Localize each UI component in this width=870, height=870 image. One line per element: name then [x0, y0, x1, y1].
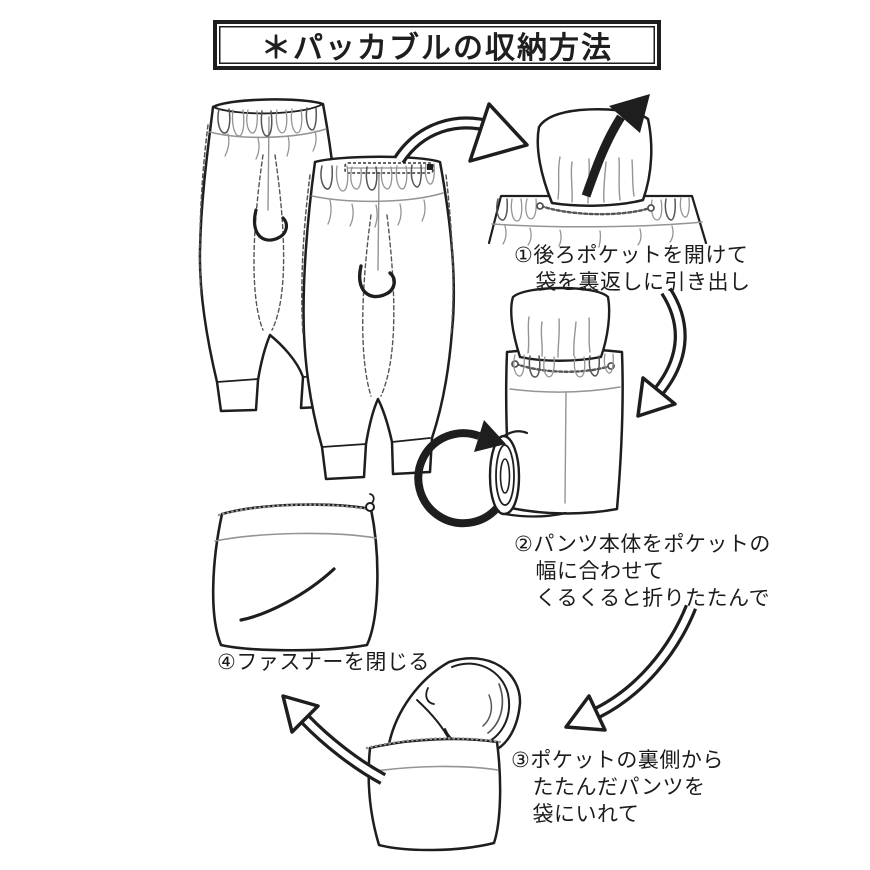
- drawstring: [357, 264, 396, 299]
- step1-illustration: [487, 94, 708, 248]
- zipper-opening: [514, 362, 612, 373]
- pants-illustration: [198, 98, 456, 481]
- page-title: ＊パッカブルの収納方法: [261, 32, 613, 65]
- waistband-gathers: [513, 353, 614, 378]
- pouch-seam-curve: [239, 567, 336, 622]
- arrowhead: [636, 376, 677, 418]
- waistband-gathers: [320, 163, 435, 228]
- step4-illustration: [211, 493, 379, 652]
- step-2-caption: ②パンツ本体をポケットの 幅に合わせて くるくると折りたたんで: [514, 533, 771, 610]
- step-1-caption: ①後ろポケットを開けて 袋を裏返しに引き出し: [514, 244, 751, 294]
- arrowhead: [564, 694, 607, 732]
- waistband-zipper-pocket: [344, 162, 434, 174]
- bag-wrinkles: [527, 316, 591, 358]
- zipper-teeth: [217, 503, 375, 517]
- zipper-pull: [427, 164, 433, 170]
- arrow-step1-to-step2: [636, 287, 687, 418]
- step-3-caption: ③ポケットの裏側から たたんだパンツを 袋にいれて: [511, 749, 724, 826]
- storage-pouch: [365, 737, 502, 852]
- pocket-bag: [510, 286, 611, 362]
- pull-out-arrow: [581, 94, 650, 198]
- step-4-caption: ④ファスナーを閉じる: [217, 651, 430, 674]
- title-banner: ＊パッカブルの収納方法: [213, 20, 661, 70]
- rolled-edge: [488, 430, 568, 518]
- waistband-gathers: [217, 107, 317, 160]
- arrow-to-step1: [393, 102, 529, 164]
- drawstring: [253, 208, 289, 242]
- zipper-pull: [365, 502, 375, 512]
- arrowhead: [281, 694, 320, 734]
- step2-illustration: [414, 286, 624, 528]
- closed-pouch: [211, 503, 379, 652]
- arrow-step3-to-step4: [281, 694, 387, 785]
- arrow-step2-to-step3: [564, 604, 698, 732]
- zipper-opening: [539, 204, 652, 216]
- waistband-gathers: [496, 197, 690, 248]
- pants-back-view: [301, 155, 456, 481]
- rolling-arrow: [414, 420, 506, 528]
- step3-illustration: [365, 657, 522, 852]
- arrowhead: [468, 102, 529, 163]
